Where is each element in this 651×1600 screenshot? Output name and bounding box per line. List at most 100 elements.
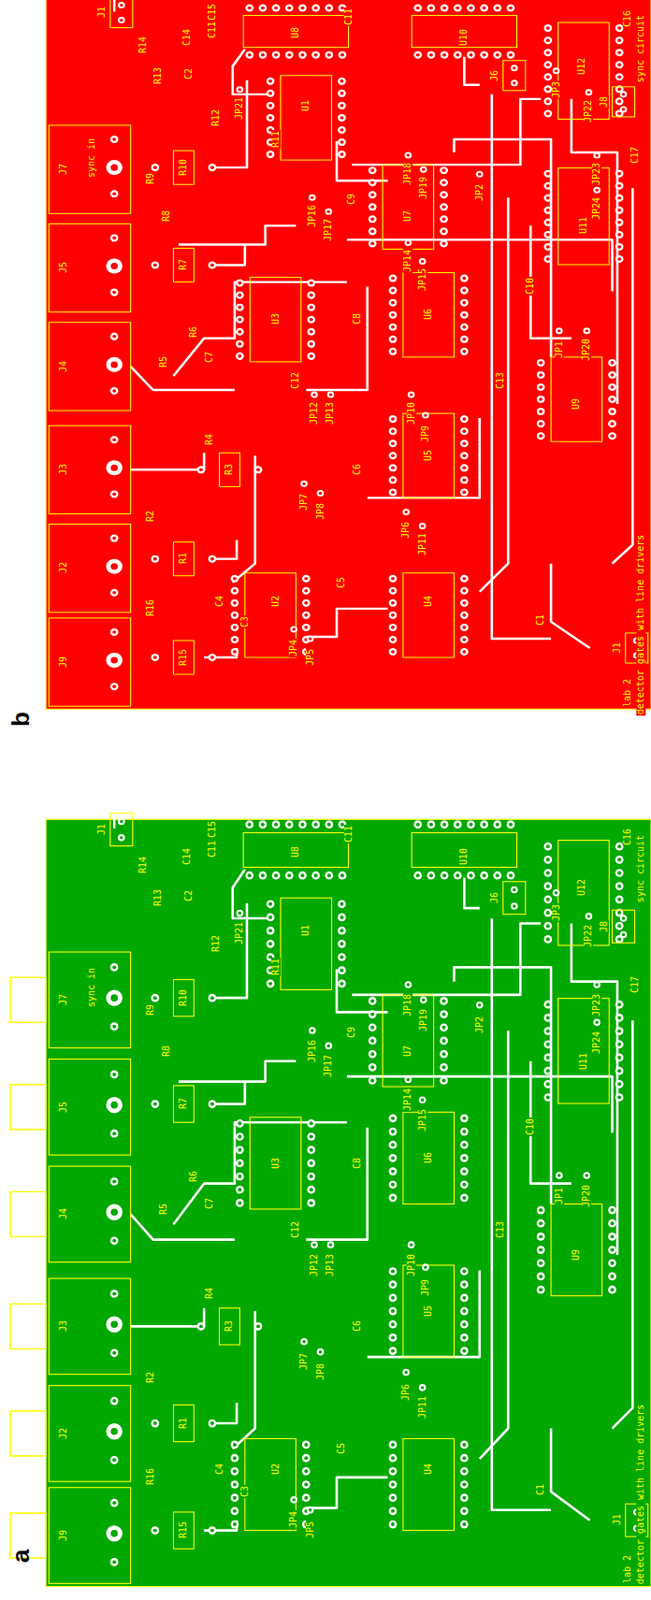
pad-hole bbox=[309, 293, 314, 298]
pad-hole bbox=[406, 983, 410, 986]
solder-pad bbox=[492, 871, 502, 881]
pad-hole bbox=[429, 823, 434, 827]
part-label: U2 bbox=[271, 594, 281, 608]
pad-hole bbox=[309, 1174, 314, 1179]
copper-trace bbox=[130, 1214, 235, 1240]
solder-pad bbox=[266, 913, 275, 923]
solder-pad bbox=[460, 623, 469, 632]
solder-pad bbox=[389, 287, 398, 295]
solder-pad bbox=[324, 208, 333, 216]
pad-hole bbox=[312, 1243, 316, 1246]
pad-hole bbox=[119, 836, 123, 840]
solder-pad bbox=[110, 1070, 119, 1080]
solder-pad bbox=[235, 303, 245, 312]
pad-hole bbox=[112, 1131, 116, 1136]
pad-hole bbox=[390, 1456, 395, 1461]
part-label: R13 bbox=[153, 66, 163, 86]
solder-pad bbox=[439, 215, 449, 223]
solder-pad bbox=[543, 1027, 552, 1036]
solder-pad bbox=[105, 1204, 122, 1221]
pad-hole bbox=[416, 823, 420, 827]
pad-hole bbox=[442, 180, 447, 185]
pad-hole bbox=[546, 112, 550, 116]
pad-hole bbox=[112, 437, 116, 442]
pad-hole bbox=[303, 601, 308, 606]
solder-pad bbox=[460, 1128, 469, 1137]
pad-hole bbox=[329, 1243, 333, 1246]
solder-pad bbox=[197, 1322, 206, 1331]
solder-pad bbox=[231, 1441, 240, 1450]
pad-hole bbox=[617, 172, 622, 176]
pad-hole bbox=[617, 196, 622, 201]
pad-hole bbox=[256, 1324, 261, 1329]
part-label: U11 bbox=[578, 1052, 589, 1071]
solder-pad bbox=[105, 989, 122, 1006]
jumper-label: JP10 bbox=[406, 1253, 417, 1278]
part-label: C12 bbox=[290, 371, 301, 391]
pad-hole bbox=[546, 1056, 550, 1060]
pad-hole bbox=[370, 242, 375, 246]
solder-pad bbox=[197, 465, 206, 474]
solder-pad bbox=[310, 391, 319, 399]
pad-hole bbox=[232, 637, 237, 642]
panel-letter: b bbox=[8, 711, 33, 727]
pad-hole bbox=[390, 1483, 395, 1488]
solder-pad bbox=[585, 912, 594, 921]
solder-pad bbox=[389, 1493, 398, 1503]
pad-hole bbox=[232, 601, 237, 606]
solder-pad bbox=[389, 587, 398, 595]
ic-outline bbox=[403, 1112, 455, 1204]
pad-hole bbox=[442, 192, 447, 197]
solder-pad bbox=[543, 935, 552, 944]
pad-hole bbox=[546, 897, 550, 902]
solder-pad bbox=[110, 1022, 119, 1031]
pad-hole bbox=[303, 1443, 308, 1447]
solder-pad bbox=[245, 51, 254, 59]
pad-hole bbox=[370, 1079, 375, 1084]
solder-pad bbox=[479, 820, 489, 829]
resistor-outline bbox=[173, 980, 194, 1017]
pad-hole bbox=[421, 168, 425, 172]
solder-pad bbox=[607, 1286, 617, 1295]
solder-pad bbox=[236, 910, 245, 918]
pad-hole bbox=[462, 625, 466, 630]
solder-pad bbox=[259, 4, 268, 13]
jumper-label: JP21 bbox=[234, 921, 245, 946]
pad-hole bbox=[303, 1483, 308, 1488]
pad-hole bbox=[232, 1509, 237, 1514]
pad-hole bbox=[300, 53, 304, 58]
pad-hole bbox=[442, 230, 447, 234]
pad-hole bbox=[232, 1483, 237, 1488]
pad-hole bbox=[390, 276, 395, 281]
part-label: R3 bbox=[224, 462, 234, 477]
solder-pad bbox=[615, 922, 624, 931]
part-label: J2 bbox=[58, 561, 69, 575]
solder-pad bbox=[302, 611, 311, 620]
part-label: C8 bbox=[352, 1157, 362, 1171]
part-label: R5 bbox=[159, 355, 169, 369]
pad-hole bbox=[477, 173, 481, 176]
solder-pad bbox=[476, 171, 484, 178]
solder-pad bbox=[466, 51, 476, 59]
pad-hole bbox=[462, 325, 466, 330]
pad-hole bbox=[610, 1221, 615, 1226]
solder-pad bbox=[536, 1206, 546, 1216]
pad-hole bbox=[287, 6, 291, 11]
copper-trace bbox=[571, 924, 618, 1257]
pad-hole bbox=[237, 305, 242, 310]
solder-pad bbox=[460, 636, 469, 644]
part-label: R10 bbox=[178, 158, 189, 177]
pad-hole bbox=[232, 650, 237, 654]
solder-pad bbox=[266, 89, 275, 98]
pad-hole bbox=[406, 1078, 410, 1082]
board-note: sync circuit bbox=[636, 14, 646, 84]
part-label: J5 bbox=[58, 1100, 69, 1114]
pad-hole bbox=[268, 941, 273, 946]
pad-hole bbox=[237, 293, 242, 298]
pad-hole bbox=[329, 392, 333, 396]
solder-pad bbox=[110, 1129, 119, 1139]
pad-hole bbox=[327, 53, 332, 58]
solder-pad bbox=[543, 72, 552, 81]
pad-hole bbox=[303, 1456, 308, 1461]
jumper-label: JP4 bbox=[289, 1510, 299, 1530]
